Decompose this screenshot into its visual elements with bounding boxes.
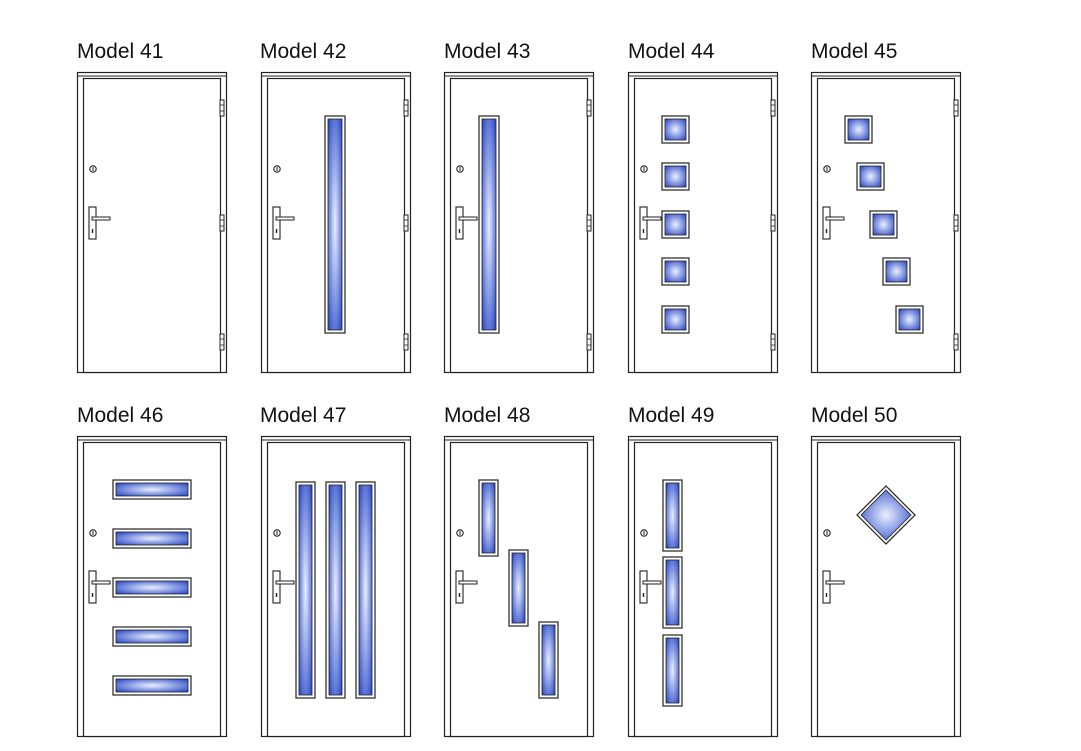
glass-pane — [664, 308, 687, 331]
glass-pane — [481, 482, 496, 554]
glass-pane — [481, 118, 497, 331]
handle-plate — [272, 570, 281, 604]
glass-pane — [860, 489, 912, 541]
hinge-icon — [219, 333, 225, 351]
door-leaf — [816, 77, 956, 374]
hinge-icon — [586, 214, 592, 232]
handle-plate — [639, 570, 648, 604]
door-model-44 — [627, 71, 779, 374]
model-49-label: Model 49 — [628, 404, 715, 427]
door-leaf — [82, 77, 222, 374]
handle-lever-icon — [458, 580, 478, 585]
door-model-49 — [627, 435, 779, 738]
door-model-47 — [260, 435, 412, 738]
glass-pane — [298, 484, 313, 696]
glass-pane — [898, 308, 921, 331]
handle-lever-icon — [275, 580, 295, 585]
hinge-icon — [770, 214, 776, 232]
door-model-42 — [260, 71, 412, 374]
model-45-label: Model 45 — [811, 40, 898, 63]
glass-pane — [847, 118, 870, 141]
model-50-label: Model 50 — [811, 404, 898, 427]
glass-pane — [665, 482, 680, 549]
hinge-icon — [219, 99, 225, 117]
glass-pane — [115, 580, 189, 595]
glass-pane — [664, 260, 687, 283]
handle-lever-icon — [91, 580, 111, 585]
glass-pane — [541, 624, 556, 696]
handle-plate — [88, 570, 97, 604]
handle-plate — [639, 206, 648, 240]
handle-lever-icon — [642, 216, 662, 221]
door-leaf — [633, 441, 773, 738]
hinge-icon — [770, 99, 776, 117]
hinge-icon — [586, 333, 592, 351]
model-43-label: Model 43 — [444, 40, 531, 63]
glass-pane — [511, 552, 526, 624]
door-model-41 — [76, 71, 228, 374]
model-48-label: Model 48 — [444, 404, 531, 427]
model-42-label: Model 42 — [260, 40, 347, 63]
glass-pane — [664, 118, 687, 141]
hinge-icon — [219, 214, 225, 232]
handle-lever-icon — [91, 216, 111, 221]
handle-plate — [455, 206, 464, 240]
glass-pane — [115, 678, 189, 693]
door-model-50 — [810, 435, 962, 738]
glass-pane — [885, 260, 908, 283]
model-46-label: Model 46 — [77, 404, 164, 427]
glass-pane — [328, 484, 343, 696]
hinge-icon — [953, 99, 959, 117]
door-model-46 — [76, 435, 228, 738]
hinge-icon — [403, 214, 409, 232]
door-model-45 — [810, 71, 962, 374]
glass-pane — [115, 482, 189, 497]
glass-pane — [664, 165, 687, 188]
glass-pane — [872, 213, 895, 236]
hinge-icon — [403, 99, 409, 117]
door-leaf — [449, 77, 589, 374]
handle-lever-icon — [458, 216, 478, 221]
hinge-icon — [586, 99, 592, 117]
handle-plate — [822, 206, 831, 240]
hinge-icon — [953, 214, 959, 232]
glass-pane — [859, 165, 882, 188]
glass-pane — [664, 213, 687, 236]
handle-plate — [88, 206, 97, 240]
glass-pane — [665, 559, 680, 626]
door-model-48 — [443, 435, 595, 738]
glass-pane — [115, 531, 189, 546]
glass-pane — [327, 118, 343, 331]
handle-plate — [455, 570, 464, 604]
hinge-icon — [403, 333, 409, 351]
model-47-label: Model 47 — [260, 404, 347, 427]
handle-lever-icon — [642, 580, 662, 585]
handle-lever-icon — [275, 216, 295, 221]
glass-pane — [358, 484, 373, 696]
handle-plate — [272, 206, 281, 240]
handle-lever-icon — [825, 216, 845, 221]
glass-pane — [665, 637, 680, 704]
glass-pane — [115, 629, 189, 644]
model-44-label: Model 44 — [628, 40, 715, 63]
door-model-43 — [443, 71, 595, 374]
handle-lever-icon — [825, 580, 845, 585]
hinge-icon — [770, 333, 776, 351]
handle-plate — [822, 570, 831, 604]
door-leaf — [633, 77, 773, 374]
hinge-icon — [953, 333, 959, 351]
model-41-label: Model 41 — [77, 40, 164, 63]
